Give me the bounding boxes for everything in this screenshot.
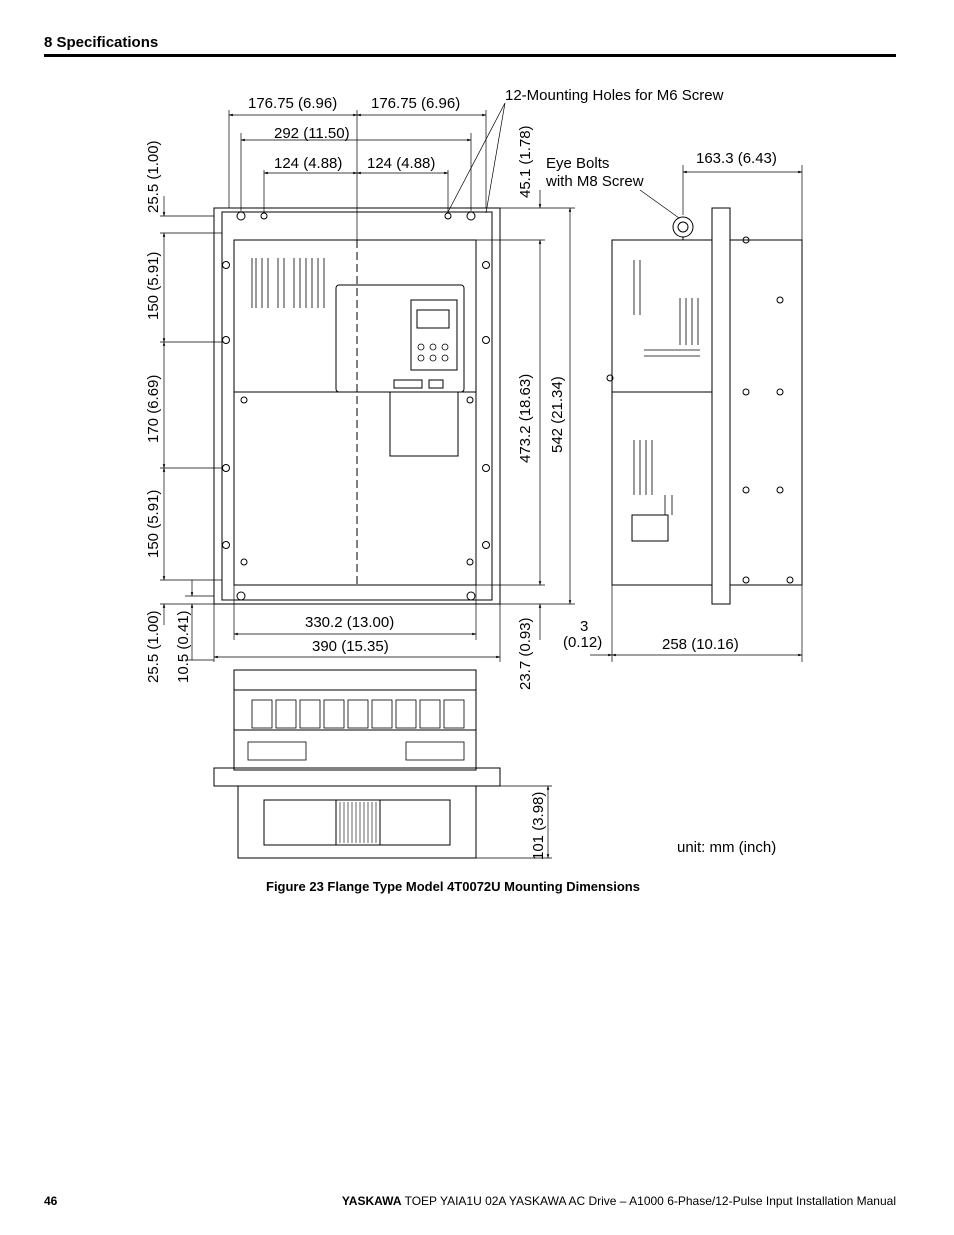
footer-title: YASKAWA TOEP YAIA1U 02A YASKAWA AC Drive… bbox=[342, 1194, 896, 1208]
dim-top-right-half: 176.75 (6.96) bbox=[371, 95, 460, 112]
header-rule bbox=[44, 54, 896, 57]
dim-top-left-half: 176.75 (6.96) bbox=[248, 95, 337, 112]
section-header: 8 Specifications bbox=[44, 34, 159, 51]
eye-bolts-callout-line2: with M8 Screw bbox=[545, 173, 644, 190]
dim-inner-right: 124 (4.88) bbox=[367, 155, 435, 172]
dim-inner-left: 124 (4.88) bbox=[274, 155, 342, 172]
dim-right-473-2: 473.2 (18.63) bbox=[517, 374, 534, 463]
dim-right-542: 542 (21.34) bbox=[549, 376, 566, 453]
dim-right-23-7: 23.7 (0.93) bbox=[517, 617, 534, 690]
footer-brand: YASKAWA bbox=[341, 1194, 402, 1208]
dim-left-150-top: 150 (5.91) bbox=[145, 252, 162, 320]
dim-side-163-3: 163.3 (6.43) bbox=[696, 150, 777, 167]
dim-bottom-390: 390 (15.35) bbox=[312, 638, 389, 655]
dim-left-170: 170 (6.69) bbox=[145, 375, 162, 443]
dim-right-45-1: 45.1 (1.78) bbox=[517, 125, 534, 198]
dim-side-3-line1: 3 bbox=[580, 618, 588, 635]
dim-side-258: 258 (10.16) bbox=[662, 636, 739, 653]
front-view bbox=[213, 207, 501, 605]
dim-side-3-line2: (0.12) bbox=[563, 634, 602, 651]
page-number: 46 bbox=[44, 1194, 58, 1208]
dim-bottom-view-101: 101 (3.98) bbox=[530, 792, 547, 860]
eye-bolts-callout-line1: Eye Bolts bbox=[546, 155, 609, 172]
dim-left-10-5: 10.5 (0.41) bbox=[175, 610, 192, 683]
mounting-holes-callout: 12-Mounting Holes for M6 Screw bbox=[505, 87, 724, 104]
footer-manual-title: TOEP YAIA1U 02A YASKAWA AC Drive – A1000… bbox=[401, 1194, 896, 1208]
dim-hole-span: 292 (11.50) bbox=[274, 125, 350, 142]
dim-left-150-bottom: 150 (5.91) bbox=[145, 490, 162, 558]
dim-left-25-top: 25.5 (1.00) bbox=[145, 140, 162, 213]
dim-left-25-bottom: 25.5 (1.00) bbox=[145, 610, 162, 683]
dim-bottom-330-2: 330.2 (13.00) bbox=[305, 614, 394, 631]
bottom-view bbox=[213, 669, 501, 859]
figure-caption: Figure 23 Flange Type Model 4T0072U Moun… bbox=[266, 879, 640, 894]
unit-note: unit: mm (inch) bbox=[677, 839, 776, 856]
dimension-lines bbox=[160, 102, 803, 859]
side-view bbox=[606, 207, 803, 605]
